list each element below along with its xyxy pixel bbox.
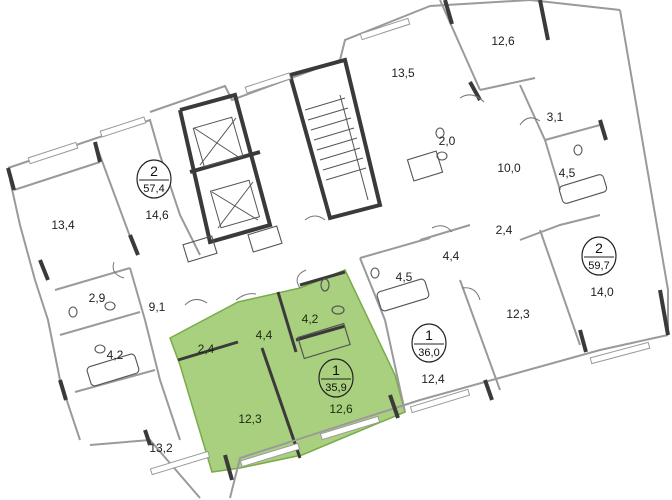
- cabinet-icon: [406, 150, 444, 182]
- room-area-label: 14,0: [590, 285, 614, 299]
- room-area-label: 2,4: [198, 342, 215, 356]
- staircase: [304, 94, 369, 201]
- bathtub-icon: [297, 322, 351, 360]
- hl-wall: [299, 270, 346, 287]
- room-area-label: 4,5: [559, 166, 576, 180]
- cabinet-icon: [182, 235, 218, 263]
- apartment-rooms: 1: [332, 362, 340, 378]
- room-area-label: 13,4: [51, 218, 75, 232]
- room-area-label: 3,1: [547, 110, 564, 124]
- apartment-rooms: 1: [425, 327, 433, 343]
- apartment-badge-right[interactable]: 2 59,7: [581, 236, 617, 276]
- room-area-label: 4,5: [396, 270, 413, 284]
- apartment-area: 59,7: [588, 260, 609, 272]
- apartment-badge-mid[interactable]: 1 36,0: [411, 323, 447, 363]
- fixtures: [68, 127, 608, 387]
- room-area-label: 12,4: [421, 372, 445, 386]
- bathtub-icon: [558, 174, 608, 204]
- room-area-label: 13,5: [391, 66, 415, 80]
- hl-wall: [177, 340, 239, 362]
- room-labels: 13,4 14,6 2,9 9,1 4,2 13,2 13,5 12,6 2,0…: [51, 34, 614, 455]
- room-area-label: 2,0: [439, 134, 456, 148]
- room-area-label: 12,6: [329, 402, 353, 416]
- sink-icon: [436, 151, 448, 161]
- room-area-label: 4,4: [256, 328, 273, 342]
- elevators: [192, 116, 261, 229]
- apartment-rooms: 2: [595, 240, 603, 256]
- toilet-icon: [435, 127, 445, 139]
- apartment-area: 36,0: [418, 347, 439, 359]
- room-area-label: 2,9: [89, 291, 106, 305]
- hl-wall: [276, 291, 298, 353]
- room-area-label: 4,2: [302, 312, 319, 326]
- room-area-label: 12,6: [491, 34, 515, 48]
- room-area-label: 12,3: [238, 412, 262, 426]
- sink-icon: [94, 344, 106, 354]
- toilet-icon: [370, 267, 380, 279]
- room-area-label: 12,3: [506, 307, 530, 321]
- bathtub-icon: [376, 278, 430, 312]
- room-area-label: 13,2: [149, 441, 173, 455]
- bathtub-icon: [86, 353, 140, 387]
- room-area-label: 9,1: [149, 300, 166, 314]
- room-area-label: 14,6: [145, 208, 169, 222]
- apartment-badge-left[interactable]: 2 57,4: [136, 159, 172, 199]
- toilet-icon: [573, 144, 583, 156]
- highlighted-apartment[interactable]: [169, 269, 406, 473]
- apartment-area: 35,9: [325, 382, 346, 394]
- room-area-label: 2,4: [496, 223, 513, 237]
- sink-icon: [104, 301, 116, 311]
- apartment-rooms: 2: [150, 163, 158, 179]
- hl-wall: [295, 324, 346, 342]
- sink-icon: [331, 305, 345, 315]
- doors: [112, 94, 541, 306]
- heavy-walls: [6, 0, 670, 481]
- building-footprint: [8, 0, 668, 498]
- apartment-area: 57,4: [143, 183, 164, 195]
- windows: [27, 17, 651, 476]
- room-area-label: 10,0: [497, 161, 521, 175]
- room-area-label: 4,4: [443, 249, 460, 263]
- toilet-icon: [320, 278, 330, 292]
- apartment-badge-highlighted[interactable]: 1 35,9: [318, 358, 354, 398]
- room-area-label: 4,2: [107, 348, 124, 362]
- cabinet-icon: [247, 225, 283, 253]
- toilet-icon: [68, 306, 78, 318]
